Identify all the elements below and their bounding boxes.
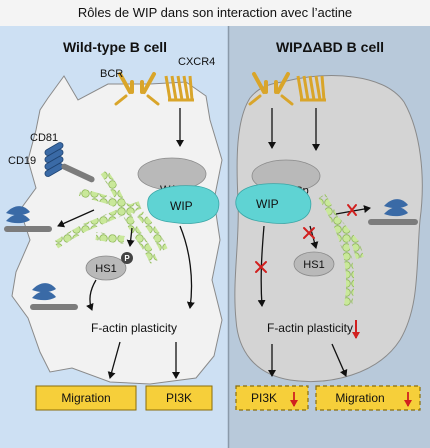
cd81-icon — [44, 142, 64, 177]
right-bcr-receptor-icon — [248, 72, 294, 106]
inhibit-x-icon — [303, 227, 315, 239]
right-arrow-migration — [331, 343, 348, 377]
cd81-label: CD81 — [30, 132, 58, 144]
phospho-badge — [121, 252, 133, 264]
left-arrow-to-membrane — [57, 209, 95, 228]
wipdabd-cell-body — [234, 75, 423, 382]
left-arrow-to-factin-right — [179, 225, 195, 309]
left-wip-label: WIP — [170, 199, 193, 213]
left-hs1-label: HS1 — [95, 263, 116, 275]
phospho-label: P — [124, 254, 130, 263]
inhibit-x-icon — [347, 204, 357, 216]
left-arrow-to-factin-left — [86, 279, 97, 311]
left-arrow-to-hs1 — [126, 227, 135, 247]
left-hs1-shape — [85, 255, 127, 281]
left-migration-label: Migration — [61, 391, 110, 405]
right-migration-label: Migration — [335, 391, 384, 405]
right-heading: WIPΔABD B cell — [276, 39, 384, 55]
bcr-label: BCR — [100, 68, 123, 80]
left-membrane-complex-1 — [4, 206, 52, 232]
right-membrane-complex — [368, 199, 418, 225]
left-membrane-complex-2 — [30, 283, 78, 310]
cd19-icon — [61, 163, 95, 183]
right-hs1-label: HS1 — [303, 259, 324, 271]
left-heading: Wild-type B cell — [63, 39, 167, 55]
left-migration-box — [35, 385, 137, 411]
right-pi3k-label: PI3K — [251, 391, 277, 405]
right-factin-label: F-actin plasticity — [267, 321, 353, 335]
left-pi3k-box — [145, 385, 213, 411]
right-hs1-shape — [293, 251, 335, 277]
left-wip-shape — [147, 185, 220, 224]
right-wip-label: WIP — [256, 197, 279, 211]
right-migration-box — [315, 385, 421, 411]
left-pi3k-label: PI3K — [166, 391, 192, 405]
left-actin-filaments — [53, 169, 168, 264]
right-wip-shape — [235, 183, 312, 224]
right-arrow-to-factin — [257, 225, 266, 307]
right-cxcr4-receptor-icon — [296, 75, 326, 102]
cd19-label: CD19 — [8, 155, 36, 167]
inhibit-x-icon — [255, 261, 267, 273]
cxcr4-label: CXCR4 — [178, 56, 215, 68]
bcr-receptor-icon — [114, 72, 160, 106]
left-factin-label: F-actin plasticity — [91, 321, 177, 335]
right-actin-filaments — [318, 194, 364, 307]
cxcr4-receptor-icon — [164, 75, 194, 102]
left-arrow-migration — [107, 341, 121, 379]
